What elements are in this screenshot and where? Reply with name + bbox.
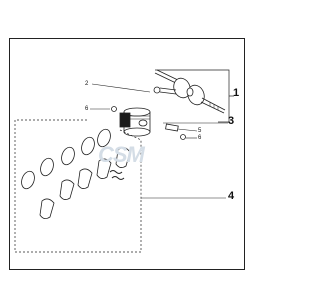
- callout-5: 5: [198, 128, 202, 134]
- callout-6-lower: 6: [198, 135, 202, 141]
- circlip-lower: [180, 134, 186, 140]
- watermark-logo: CSM: [98, 142, 145, 167]
- crankshaft-bracket: [155, 69, 234, 123]
- crankshaft: [153, 69, 226, 114]
- callout-1: 1: [233, 87, 240, 99]
- exploded-parts-diagram: [14, 69, 234, 253]
- piston-pin: [165, 123, 179, 132]
- callout-4: 4: [228, 190, 235, 202]
- diagram-frame: [9, 38, 245, 270]
- expander-spring: [109, 170, 125, 180]
- piston: [119, 107, 151, 137]
- piston-rings-upper: [21, 128, 111, 190]
- callout-2: 2: [85, 81, 89, 87]
- callout-3: 3: [228, 115, 235, 127]
- ring-segments: [39, 147, 131, 219]
- circlip-upper: [111, 106, 117, 112]
- ring-set-box: [14, 119, 142, 253]
- callout-6-upper: 6: [85, 106, 89, 112]
